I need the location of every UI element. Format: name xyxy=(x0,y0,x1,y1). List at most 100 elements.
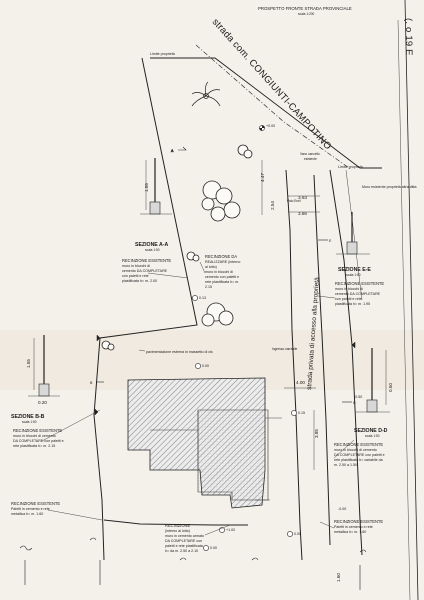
svg-text:paletti e rete plastificata: paletti e rete plastificata xyxy=(165,544,203,548)
house-plan xyxy=(127,377,282,509)
dim-1-55-bb: 1.55 xyxy=(26,359,31,368)
section-dd-detail: 0.50 xyxy=(355,348,393,413)
svg-text:h= da m. 2.50 a 2.10: h= da m. 2.50 a 2.10 xyxy=(165,549,198,553)
section-dd-scale: scala 1:50 xyxy=(365,434,380,438)
level-marker-2 xyxy=(192,295,198,301)
west-boundary xyxy=(93,57,198,561)
svg-text:RECINZIONE ESISTENTE: RECINZIONE ESISTENTE xyxy=(335,281,384,286)
svg-text:cemento DA COMPLETARE: cemento DA COMPLETARE xyxy=(122,269,168,273)
section-marker-bb: B xyxy=(90,381,104,385)
level-marker-4 xyxy=(291,410,297,416)
dim-0-20-bb: 0.20 xyxy=(38,400,47,405)
svg-text:RECINZIONE ESISTENTE: RECINZIONE ESISTENTE xyxy=(122,258,171,263)
level-minus-0-00: -0.00 xyxy=(338,507,346,511)
tree-cluster-icon xyxy=(201,180,241,222)
section-bb-title: SEZIONE B-B xyxy=(11,414,45,420)
south-west-wall xyxy=(103,519,248,526)
tree-icon-south xyxy=(201,302,234,327)
shrub-icon-3 xyxy=(101,340,115,351)
note-3: RECINZIONE ESISTENTE muro in blocchi di … xyxy=(335,281,384,306)
section-marker-ee: E xyxy=(318,239,332,243)
svg-text:RECINZIONE DA: RECINZIONE DA xyxy=(205,254,237,259)
level-0-00-house: 0.00 xyxy=(202,364,209,368)
gate-label-2: esistente xyxy=(304,157,317,161)
section-ee-detail xyxy=(336,212,370,255)
dim-0-50-dd: 0.50 xyxy=(388,383,393,392)
dim-1-60-bottom: 1.60 xyxy=(336,573,341,582)
wall-other-owner-label: Muro esistente proprietà altra ditta xyxy=(362,185,417,189)
note-1: RECINZIONE ESISTENTE muro in blocchi di … xyxy=(122,258,171,283)
svg-text:cemento con paletti e: cemento con paletti e xyxy=(205,275,239,279)
limit-property-left: Limite proprietà xyxy=(150,52,175,56)
level-marker-7 xyxy=(287,531,293,537)
section-aa-detail: 1.55 xyxy=(140,158,172,215)
level-plus-1-00: +1.00 xyxy=(226,528,235,532)
paving-label: pavimentazione esterna in massetto di cl… xyxy=(146,350,213,354)
header-scale: scala 1:200 xyxy=(298,12,315,16)
shrub-icon-2 xyxy=(186,251,200,262)
svg-text:A: A xyxy=(171,149,174,153)
section-aa-title: SEZIONE A-A xyxy=(135,242,168,248)
ingresso-label: Ingresso carrabile xyxy=(272,347,298,351)
svg-text:cemento DA COMPLETARE: cemento DA COMPLETARE xyxy=(335,292,381,296)
svg-text:RECINZIONE ESISTENTE: RECINZIONE ESISTENTE xyxy=(334,442,383,447)
fence-marker-3 xyxy=(351,341,356,349)
level-marker-6 xyxy=(203,545,209,551)
svg-text:DA COMPLETARE con: DA COMPLETARE con xyxy=(165,539,202,543)
east-boundary xyxy=(329,169,363,556)
svg-text:m. 2.50 a 1.50: m. 2.50 a 1.50 xyxy=(334,463,357,467)
right-margin-line xyxy=(397,19,411,600)
svg-text:RECINZIONE ESISTENTE: RECINZIONE ESISTENTE xyxy=(334,519,383,524)
header-side-marks: (. o 19 E xyxy=(403,18,414,56)
svg-text:B: B xyxy=(90,381,93,385)
limit-property-right: Limite proprietà xyxy=(338,165,363,169)
level-marker-1-fill xyxy=(259,125,265,131)
private-road-west-edge xyxy=(285,169,303,561)
palm-tree-icon xyxy=(191,81,221,107)
svg-text:RECINZIONE ESISTENTE: RECINZIONE ESISTENTE xyxy=(11,501,60,506)
svg-text:D: D xyxy=(353,401,356,405)
dim-2-54: 2.54 xyxy=(270,201,275,210)
svg-text:metallica h= m. 1.60: metallica h= m. 1.60 xyxy=(11,512,43,516)
dim-3-93: 3.93 xyxy=(298,195,307,200)
svg-text:con paletti e rete: con paletti e rete xyxy=(122,274,149,278)
svg-text:plastificata h= m. 2.00: plastificata h= m. 2.00 xyxy=(122,279,157,283)
svg-text:rete plastificata h= m. 2.15: rete plastificata h= m. 2.15 xyxy=(13,444,55,448)
dim-1-55-aa: 1.55 xyxy=(144,183,149,192)
shrub-icon xyxy=(237,144,253,159)
level-marker-3 xyxy=(195,363,201,369)
svg-text:muro in blocchi di cemento: muro in blocchi di cemento xyxy=(13,434,56,438)
note-6: RECINZIONE ESISTENTE Paletti in cemento … xyxy=(11,501,60,516)
pole-label: Palo Enel xyxy=(287,199,301,203)
leader-lines xyxy=(41,261,355,536)
section-bb-detail: 1.55 0.20 xyxy=(26,335,60,405)
note-8: RECINZIONE (interno al lotto) muro in ce… xyxy=(165,523,204,553)
private-road-east-edge xyxy=(313,174,331,546)
road-edge-line xyxy=(195,44,353,171)
level-0-13: 0.13 xyxy=(199,296,206,300)
svg-text:muro in cemento armato: muro in cemento armato xyxy=(165,534,204,538)
level-minus-0-50: -0.50 xyxy=(354,395,362,399)
section-marker-aa: A xyxy=(171,146,187,153)
dim-3-86: 3.86 xyxy=(298,211,307,216)
svg-text:rete plastificata h= variabile: rete plastificata h= variabile da xyxy=(334,458,383,462)
svg-text:muro in blocchi di: muro in blocchi di xyxy=(335,287,363,291)
svg-text:Paletti in cemento e rete: Paletti in cemento e rete xyxy=(334,525,373,529)
dim-3-85: 3.85 xyxy=(314,429,319,438)
fence-marker-1 xyxy=(96,334,101,342)
paving-arrow xyxy=(138,349,146,352)
section-ee-scale: scala 1:50 xyxy=(346,273,361,277)
header-edge-line xyxy=(404,0,419,600)
svg-text:muro in blocchi di cemento: muro in blocchi di cemento xyxy=(334,448,377,452)
dim-4-47: 4.47 xyxy=(260,173,265,182)
dim-4-00: 4.00 xyxy=(296,380,305,385)
level-0-15: 0.15 xyxy=(298,411,305,415)
section-ee-title: SEZIONE E-E xyxy=(338,267,371,273)
header-title: PROSPETTO FRONTE STRADA PROVINCIALE xyxy=(258,6,352,11)
section-bb-scale: scala 1:50 xyxy=(22,420,37,424)
section-dd-title: SEZIONE D-D xyxy=(354,428,388,434)
south-sections xyxy=(19,537,367,590)
svg-text:(interno al lotto): (interno al lotto) xyxy=(165,529,190,533)
